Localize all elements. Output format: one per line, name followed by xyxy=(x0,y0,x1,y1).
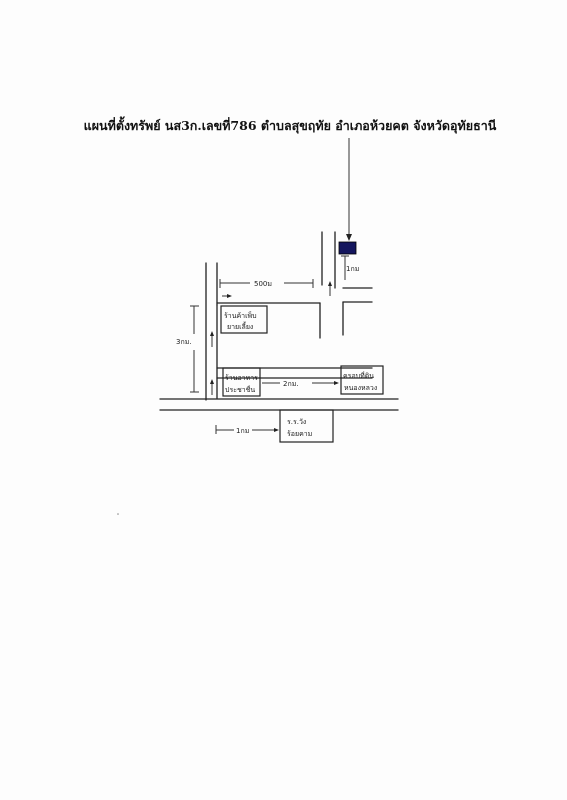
dimension-2km-label: 2กม. xyxy=(283,380,299,388)
direction-arrow-left-road xyxy=(210,379,214,395)
landmark-restaurant-prachachuen: ร้านอาหาร ประชาชื่น xyxy=(222,367,261,397)
svg-text:ร้านอาหาร: ร้านอาหาร xyxy=(225,374,258,382)
map-title: แผนที่ตั้งทรัพย์ นส3ก.เลขที่786 ตำบลสุขฤ… xyxy=(83,118,497,133)
direction-arrow-right-road xyxy=(328,281,332,296)
landmark-land-office-nong-luang: ครอบที่ดิน หนองหลวง xyxy=(340,365,384,395)
dimension-500m-label: 500ม xyxy=(254,280,272,288)
dimension-1km-right: 1กม xyxy=(341,255,359,280)
dimension-3km: 3กม. xyxy=(176,305,199,393)
svg-text:ครอบที่ดิน: ครอบที่ดิน xyxy=(343,371,374,380)
dimension-1km-bottom-label: 1กม xyxy=(236,427,249,435)
dimension-500m: 500ม xyxy=(219,279,314,288)
property-pointer-arrow xyxy=(346,138,352,241)
dimension-2km: 2กม. xyxy=(262,380,339,388)
svg-text:ประชาชื่น: ประชาชื่น xyxy=(225,385,255,394)
svg-text:ร้านค้าเพ็บ: ร้านค้าเพ็บ xyxy=(224,311,257,320)
svg-text:ร้อยคาม: ร้อยคาม xyxy=(287,430,312,438)
svg-text:หนองหลวง: หนองหลวง xyxy=(344,384,377,392)
property-marker xyxy=(338,241,357,255)
svg-text:ร.ร.วัง: ร.ร.วัง xyxy=(287,418,306,426)
dimension-1km-right-label: 1กม xyxy=(346,265,359,273)
landmark-shop-yai-liang: ร้านค้าเพ็บ ยายเลี้ยง xyxy=(220,305,268,334)
direction-arrow-upper-road xyxy=(222,294,232,298)
svg-text:ยายเลี้ยง: ยายเลี้ยง xyxy=(227,320,253,331)
direction-arrow-left-road-upper xyxy=(210,331,214,347)
dimension-1km-bottom: 1กม xyxy=(215,425,279,435)
ink-speck xyxy=(117,513,119,515)
dimension-3km-label: 3กม. xyxy=(176,338,192,346)
landmark-school-wang-roi-kham: ร.ร.วัง ร้อยคาม xyxy=(279,409,334,443)
